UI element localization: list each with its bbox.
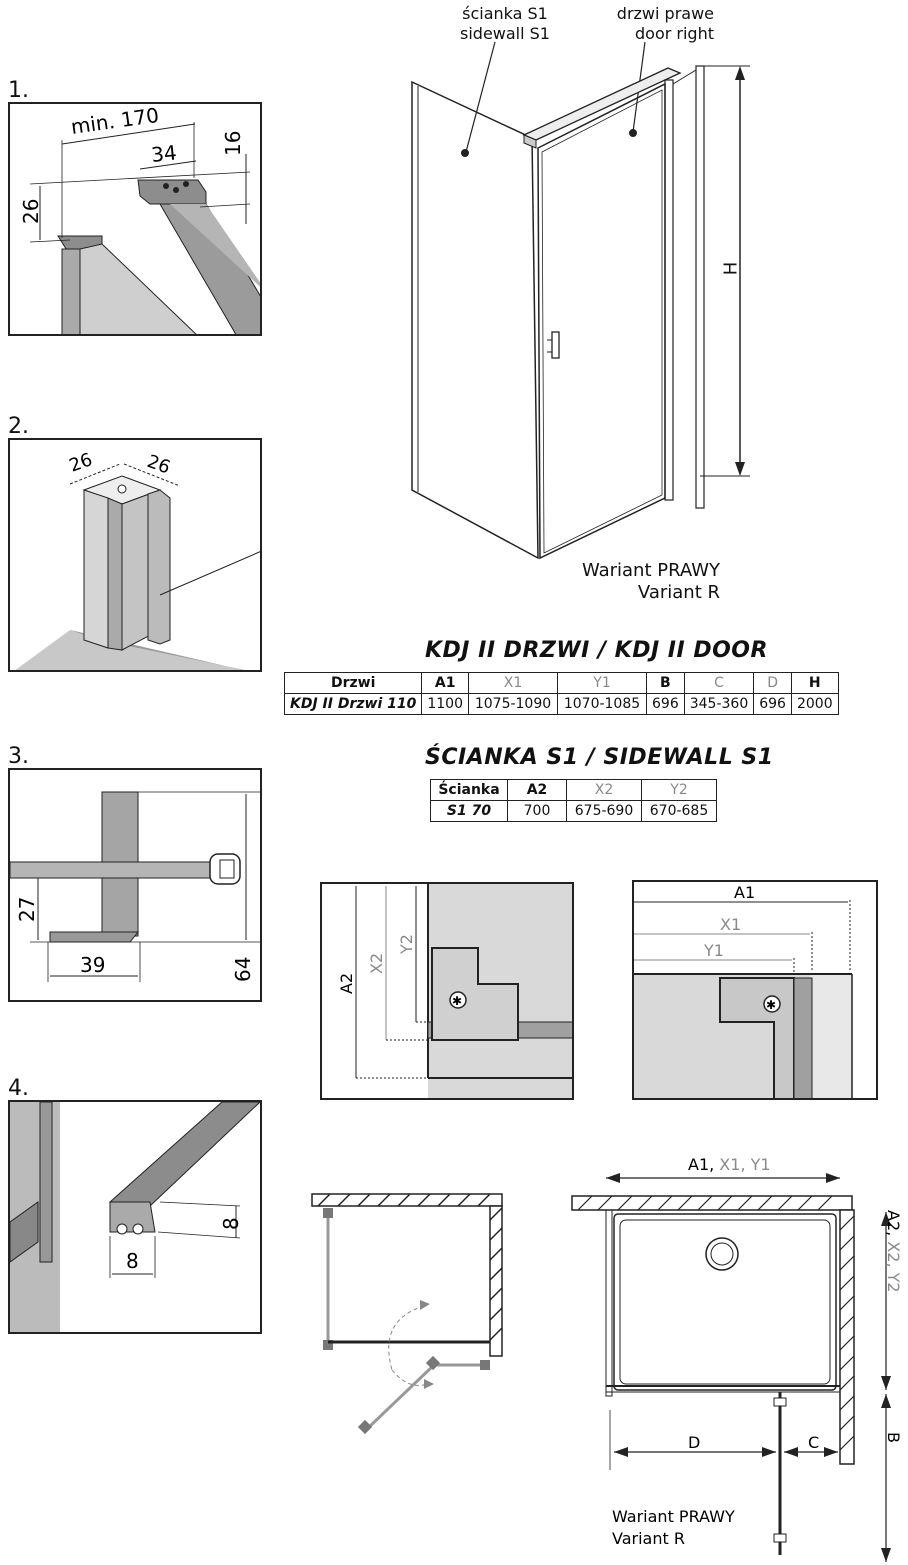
plan-top-dim: A1, X1, Y1 [688, 1155, 771, 1174]
table-row: KDJ II Drzwi 110 1100 1075-1090 1070-108… [283, 693, 839, 715]
wall-cell-a2: 700 [507, 800, 567, 822]
section-door-drawing: ✱ A1 X1 Y1 [634, 883, 853, 1098]
variant-label-en: Variant R [637, 582, 720, 603]
section-door-panel: ✱ A1 X1 Y1 [632, 880, 878, 1100]
wall-table-title: ŚCIANKA S1 / SIDEWALL S1 [425, 745, 774, 770]
wall-col-x2: X2 [566, 779, 642, 801]
plan-dim-d: D [688, 1433, 700, 1452]
plan-right-dim: A2, X2, Y2 [884, 1210, 903, 1293]
door-callout: drzwi prawe door right [596, 4, 714, 44]
door-table-title: KDJ II DRZWI / KDJ II DOOR [425, 638, 768, 663]
wall-cell-x2: 675-690 [566, 800, 642, 822]
detail-2-panel: 26 26 [8, 438, 262, 672]
door-cell-a1: 1100 [421, 693, 469, 715]
door-col-x1: X1 [468, 672, 558, 694]
detail-3-drawing: 27 39 64 [10, 791, 260, 982]
wall-col-y2: Y2 [641, 779, 717, 801]
detail-4-dim-height: 8 [219, 1217, 243, 1230]
variant-label-main: Wariant PRAWY Variant R [530, 560, 720, 604]
wall-cell-y2: 670-685 [641, 800, 717, 822]
detail-4-drawing: 8 8 [10, 1102, 260, 1332]
svg-text:✱: ✱ [452, 994, 462, 1008]
door-col-drzwi: Drzwi [283, 672, 423, 694]
plan-right-dim-x2y2: X2, Y2 [884, 1236, 903, 1292]
door-col-b: B [646, 672, 685, 694]
door-col-h: H [790, 672, 839, 694]
wall-col-a2: A2 [507, 779, 567, 801]
door-table-header: Drzwi A1 X1 Y1 B C D H [283, 672, 839, 694]
detail-1-dim-34: 34 [150, 140, 178, 167]
door-opening-diagram [311, 1193, 503, 1435]
detail-4-panel: 8 8 [8, 1100, 262, 1334]
plan-variant-label-en: Variant R [612, 1529, 685, 1548]
plan-view-diagram: A1, X1, Y1 A2, X2, Y2 B D C Wariant PRAW… [571, 1155, 903, 1562]
door-label-pl: drzwi prawe [616, 4, 714, 23]
section-door-y1: Y1 [703, 941, 724, 960]
door-table: Drzwi A1 X1 Y1 B C D H KDJ II Drzwi 110 … [283, 672, 839, 715]
step-2-label: 2. [8, 414, 29, 439]
door-cell-b: 696 [646, 693, 685, 715]
step-3-label: 3. [8, 744, 29, 769]
section-wall-a2: A2 [337, 973, 356, 994]
table-row: S1 70 700 675-690 670-685 [430, 800, 717, 822]
door-col-d: D [753, 672, 792, 694]
detail-4-dim-width: 8 [126, 1249, 139, 1273]
sidewall-callout: ścianka S1 sidewall S1 [450, 4, 560, 44]
plan-dim-c: C [808, 1433, 819, 1452]
door-col-a1: A1 [421, 672, 469, 694]
step-4-label: 4. [8, 1076, 29, 1101]
detail-2-drawing: 26 26 [15, 449, 260, 670]
wall-table: Ścianka A2 X2 Y2 S1 70 700 675-690 670-6… [430, 779, 717, 822]
wall-cell-name: S1 70 [430, 800, 508, 822]
door-col-y1: Y1 [557, 672, 647, 694]
detail-3-dim-39: 39 [80, 953, 105, 977]
plan-variant-label-pl: Wariant PRAWY [612, 1507, 735, 1526]
section-wall-x2: X2 [367, 953, 386, 974]
variant-label-pl: Wariant PRAWY [581, 560, 720, 581]
sidewall-label-en: sidewall S1 [460, 24, 550, 43]
plan-top-dim-a1: A1, [688, 1155, 714, 1174]
door-cell-y1: 1070-1085 [557, 693, 647, 715]
svg-text:✱: ✱ [766, 998, 776, 1012]
section-wall-panel: ✱ A2 X2 Y2 [320, 882, 574, 1100]
door-cell-d: 696 [753, 693, 792, 715]
detail-3-panel: 27 39 64 [8, 768, 262, 1002]
plan-top-dim-x1y1: X1, Y1 [714, 1155, 770, 1174]
detail-1-dim-16: 16 [221, 131, 245, 156]
wall-col-scianka: Ścianka [430, 779, 508, 801]
wall-table-header: Ścianka A2 X2 Y2 [430, 779, 717, 801]
section-door-x1: X1 [720, 915, 741, 934]
step-1-label: 1. [8, 78, 29, 103]
section-wall-y2: Y2 [397, 934, 416, 955]
door-label-en: door right [635, 24, 714, 43]
sidewall-label-pl: ścianka S1 [462, 4, 548, 23]
door-cell-name: KDJ II Drzwi 110 [283, 693, 423, 715]
door-cell-c: 345-360 [683, 693, 755, 715]
detail-2-dim-right: 26 [144, 451, 173, 479]
detail-1-dim-26: 26 [19, 199, 43, 224]
section-door-a1: A1 [734, 883, 755, 902]
plan-dim-b: B [884, 1432, 903, 1443]
door-cell-h: 2000 [790, 693, 839, 715]
door-col-c: C [683, 672, 755, 694]
detail-3-dim-64: 64 [231, 957, 255, 982]
door-cell-x1: 1075-1090 [468, 693, 558, 715]
height-dimension-label: H [720, 261, 742, 276]
detail-2-dim-left: 26 [67, 449, 96, 477]
detail-3-dim-27: 27 [15, 897, 39, 922]
plan-right-dim-a2: A2, [884, 1210, 903, 1236]
section-wall-drawing: ✱ A2 X2 Y2 [337, 884, 572, 1098]
detail-1-panel: min. 170 34 16 26 [8, 102, 262, 336]
shower-enclosure-drawing [411, 41, 750, 560]
detail-1-dim-min170: min. 170 [69, 104, 160, 139]
detail-1-drawing: min. 170 34 16 26 [19, 104, 260, 334]
